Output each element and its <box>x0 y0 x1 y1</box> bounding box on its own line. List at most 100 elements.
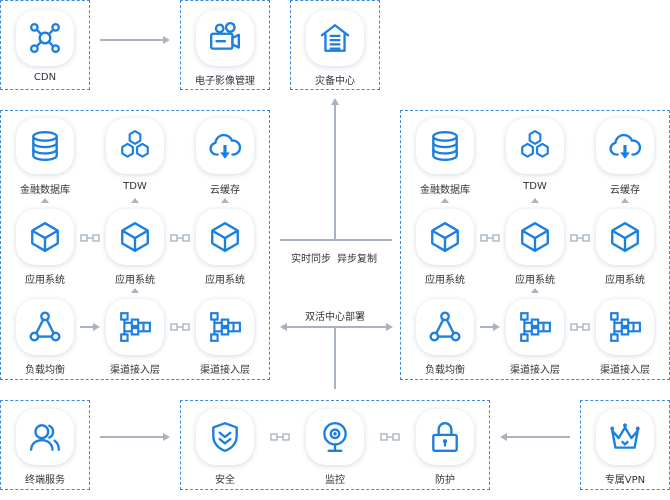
cube-icon <box>118 220 152 254</box>
right-up-marker-2 <box>531 198 539 203</box>
terminal-box <box>0 400 90 490</box>
right-db-label: 金融数据库 <box>420 185 470 196</box>
media-node[interactable] <box>196 10 254 66</box>
cdn-to-media-line <box>100 39 164 41</box>
left-app-node-3[interactable] <box>196 209 254 265</box>
left-datacenter-box <box>0 110 270 380</box>
left-lb-node[interactable] <box>16 299 74 355</box>
right-channel-node-1[interactable] <box>506 299 564 355</box>
left-app-label-3: 应用系统 <box>205 275 245 286</box>
right-up-marker-4 <box>531 288 539 293</box>
triangle-nodes-icon <box>428 310 462 344</box>
left-cache-label: 云缓存 <box>210 185 240 196</box>
hexagons-icon <box>518 129 552 163</box>
cube-icon <box>28 220 62 254</box>
media-box <box>180 0 270 90</box>
right-channel-node-2[interactable] <box>596 299 654 355</box>
active-dc-label: 双活中心部署 <box>305 312 365 323</box>
right-app-node-2[interactable] <box>506 209 564 265</box>
security-node[interactable] <box>196 409 254 465</box>
database-icon <box>28 129 62 163</box>
link-icon <box>270 433 290 441</box>
link-icon <box>570 234 590 242</box>
left-lb-label: 负载均衡 <box>25 365 65 376</box>
cloud-download-icon <box>608 129 642 163</box>
right-up-marker-1 <box>441 198 449 203</box>
webcam-icon <box>318 420 352 454</box>
backup-node[interactable] <box>306 10 364 66</box>
database-icon <box>428 129 462 163</box>
right-cache-node[interactable] <box>596 118 654 174</box>
left-up-marker-1 <box>41 198 49 203</box>
left-channel-node-2[interactable] <box>196 299 254 355</box>
vpn-to-security-arrow <box>500 433 507 441</box>
cube-icon <box>518 220 552 254</box>
left-app-label-1: 应用系统 <box>25 275 65 286</box>
right-lb-arrow-line <box>480 326 493 328</box>
triangle-nodes-icon <box>28 310 62 344</box>
protection-label: 防护 <box>435 475 455 486</box>
right-app-node-3[interactable] <box>596 209 654 265</box>
replicate-label: 异步复制 <box>337 254 377 265</box>
active-dc-line <box>286 326 386 328</box>
link-icon <box>480 234 500 242</box>
terminal-to-security-line <box>100 436 164 438</box>
sync-vertical-line <box>334 104 336 240</box>
left-channel-label-1: 渠道接入层 <box>110 365 160 376</box>
left-tdw-node[interactable] <box>106 118 164 174</box>
right-app-node-1[interactable] <box>416 209 474 265</box>
users-icon <box>28 420 62 454</box>
cdn-to-media-arrow <box>163 36 170 44</box>
link-icon <box>170 234 190 242</box>
security-box <box>180 400 490 490</box>
monitor-label: 监控 <box>325 475 345 486</box>
right-app-label-3: 应用系统 <box>605 275 645 286</box>
left-channel-node-1[interactable] <box>106 299 164 355</box>
terminal-node[interactable] <box>16 409 74 465</box>
media-label: 电子影像管理 <box>195 76 255 87</box>
sync-horizontal-line <box>280 239 392 241</box>
right-app-label-1: 应用系统 <box>425 275 465 286</box>
right-cache-label: 云缓存 <box>610 185 640 196</box>
shield-icon <box>208 420 242 454</box>
right-lb-label: 负载均衡 <box>425 365 465 376</box>
cdn-node[interactable] <box>16 10 74 66</box>
cube-icon <box>608 220 642 254</box>
cdn-box <box>0 0 90 90</box>
sync-label: 实时同步 <box>291 254 331 265</box>
hexagons-icon <box>118 129 152 163</box>
right-channel-label-1: 渠道接入层 <box>510 365 560 376</box>
left-cache-node[interactable] <box>196 118 254 174</box>
cube-icon <box>428 220 462 254</box>
active-dc-vertical-line <box>334 327 336 389</box>
right-tdw-label: TDW <box>523 181 547 192</box>
left-app-node-2[interactable] <box>106 209 164 265</box>
link-icon <box>170 323 190 331</box>
protection-node[interactable] <box>416 409 474 465</box>
left-up-marker-4 <box>131 288 139 293</box>
left-tdw-label: TDW <box>123 181 147 192</box>
vpn-to-security-line <box>507 436 570 438</box>
branch-icon <box>518 310 552 344</box>
branch-icon <box>608 310 642 344</box>
right-db-node[interactable] <box>416 118 474 174</box>
monitor-node[interactable] <box>306 409 364 465</box>
link-icon <box>380 433 400 441</box>
vpn-label: 专属VPN <box>604 475 646 486</box>
left-db-node[interactable] <box>16 118 74 174</box>
right-app-label-2: 应用系统 <box>515 275 555 286</box>
camera-icon <box>208 21 242 55</box>
network-icon <box>28 21 62 55</box>
left-db-label: 金融数据库 <box>20 185 70 196</box>
backup-box <box>290 0 380 90</box>
link-icon <box>80 234 100 242</box>
left-app-label-2: 应用系统 <box>115 275 155 286</box>
terminal-label: 终端服务 <box>25 475 65 486</box>
cube-icon <box>208 220 242 254</box>
vpn-node[interactable] <box>596 409 654 465</box>
left-app-node-1[interactable] <box>16 209 74 265</box>
right-lb-node[interactable] <box>416 299 474 355</box>
right-tdw-node[interactable] <box>506 118 564 174</box>
backup-up-arrow <box>331 98 339 105</box>
left-lb-arrow <box>93 323 100 331</box>
